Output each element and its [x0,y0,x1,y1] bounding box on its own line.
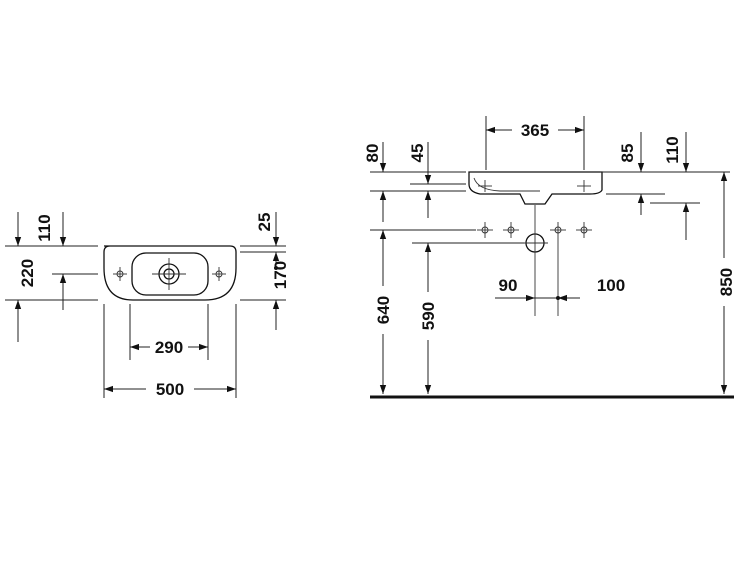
basin-bowl [131,252,209,296]
dim-110-side: 110 [663,136,682,163]
dim-590-side: 590 [419,302,438,330]
dim-100-side: 100 [597,276,625,295]
dim-640-side: 640 [374,296,393,324]
tap-hole-right-icon [212,267,226,281]
dim-290-plan: 290 [155,338,183,357]
dim-850-side: 850 [717,268,736,296]
dim-110-plan: 110 [35,214,54,241]
plan-view: 110 220 25 170 290 500 [5,212,290,399]
dim-45-side: 45 [408,144,427,163]
dim-500-plan: 500 [156,380,184,399]
dim-80-side: 80 [363,144,382,163]
dim-220-plan: 220 [18,259,37,287]
side-view: 365 80 45 85 110 [363,116,736,399]
basin-side-profile [468,171,603,205]
water-supply-points [477,222,592,238]
dim-90-side: 90 [499,276,518,295]
dim-170-plan: 170 [271,261,290,289]
dim-25-plan: 25 [255,213,274,232]
dim-365-side: 365 [521,121,549,140]
basin-outline [103,245,237,301]
tap-hole-left-icon [113,267,127,281]
dim-85-side: 85 [618,144,637,163]
